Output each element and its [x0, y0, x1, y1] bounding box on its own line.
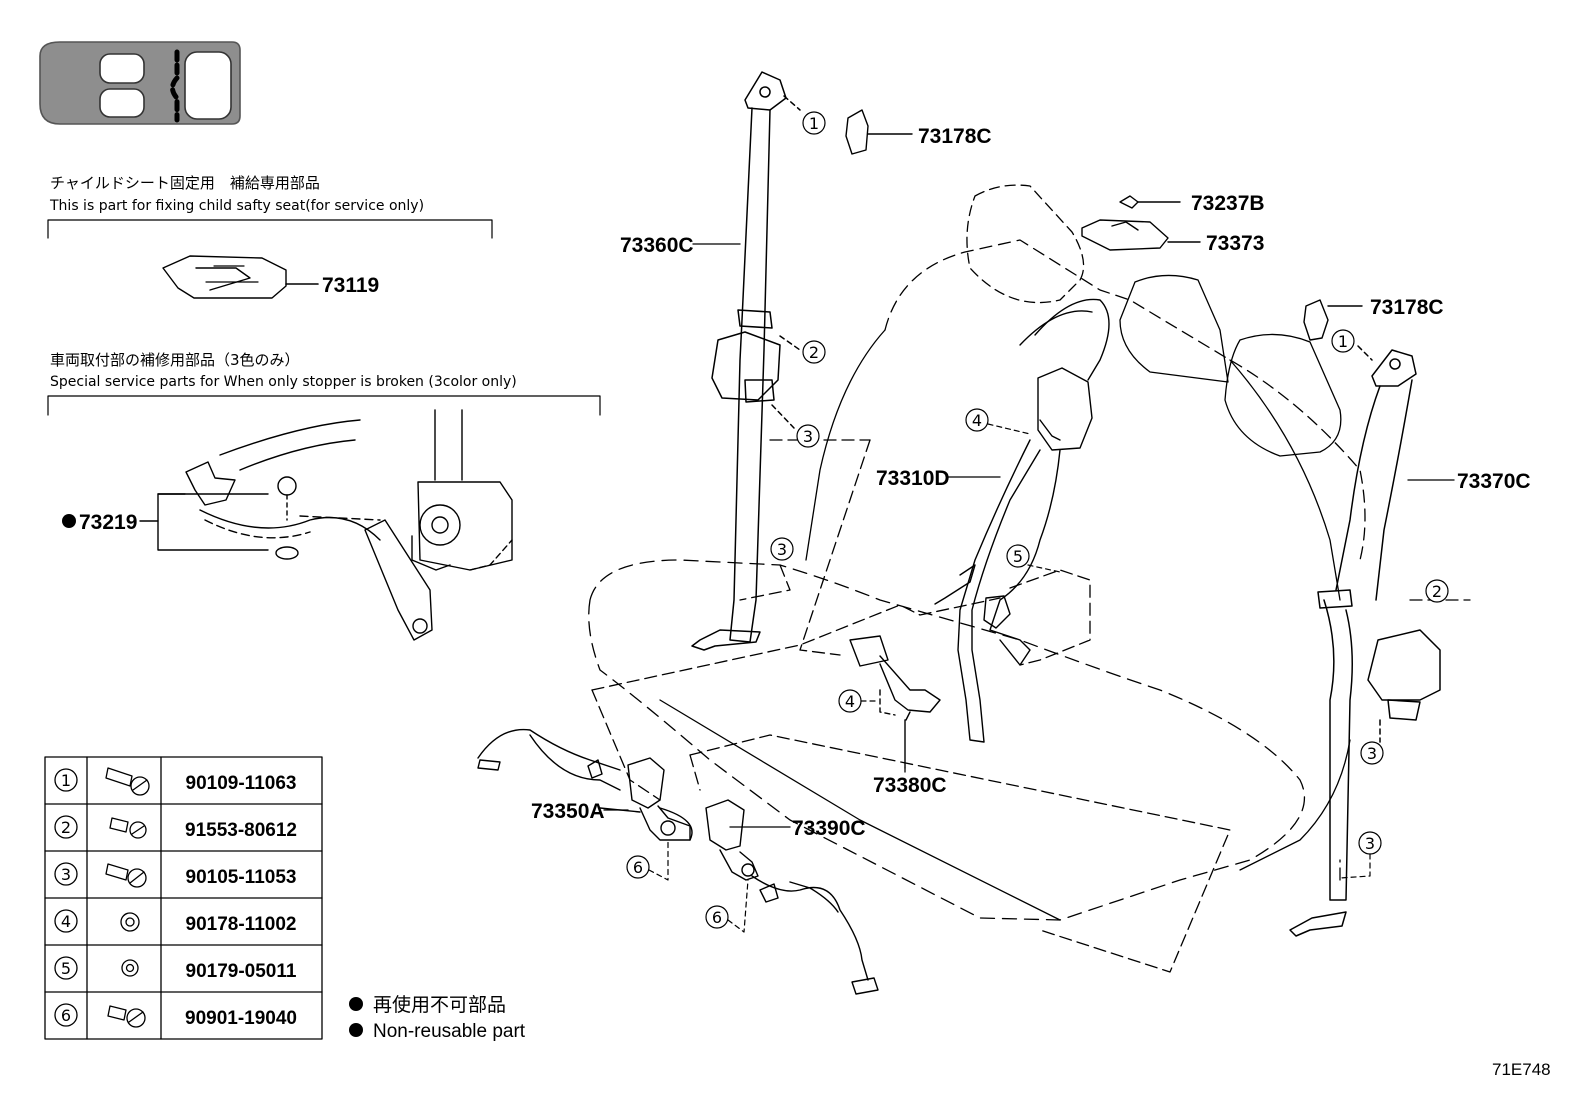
svg-text:2: 2 [809, 343, 819, 362]
non-reusable-bullet-icon [62, 514, 76, 528]
legend-jp: 再使用不可部品 [373, 994, 506, 1016]
callout-4-center: 4 [965, 408, 989, 432]
diagram-code: 71E748 [1492, 1060, 1551, 1079]
child-seat-note-en: This is part for fixing child safty seat… [49, 198, 424, 214]
svg-text:1: 1 [809, 114, 819, 133]
legend-bullet-icon [349, 1023, 363, 1037]
callout-1-right: 1 [1331, 329, 1355, 353]
fastener-callout: 6 [61, 1006, 71, 1025]
part-73219-callout: 73219 [62, 493, 269, 551]
cover-73178c-left [845, 109, 913, 155]
nut-icon [120, 912, 140, 932]
bolt-icon [107, 1005, 146, 1028]
svg-text:2: 2 [1432, 582, 1442, 601]
part-labels: 73178C 73237B 73373 73360C 73178C 73310D… [531, 125, 1531, 840]
fastener-row-2: 2 91553-80612 [54, 815, 297, 841]
callout-6-left-buckle: 6 [626, 855, 650, 879]
nut-icon [121, 959, 139, 977]
legend: 再使用不可部品 Non-reusable part [349, 994, 526, 1042]
mounting-frame-lines [591, 439, 1471, 973]
bolt-icon [105, 863, 147, 888]
part-label-73350a: 73350A [531, 800, 605, 823]
callout-3-left-lower: 3 [770, 537, 794, 561]
svg-text:6: 6 [633, 858, 643, 877]
part-label-73178c-right: 73178C [1370, 296, 1444, 319]
fastener-row-1: 1 90109-11063 [54, 767, 297, 796]
fastener-callout: 5 [61, 959, 71, 978]
svg-text:5: 5 [1013, 547, 1023, 566]
callout-4-buckle: 4 [838, 689, 862, 713]
right-outer-belt-73370c [1289, 345, 1441, 937]
part-label-73119: 73119 [322, 274, 379, 297]
svg-text:3: 3 [803, 427, 813, 446]
seat-outline [588, 184, 1366, 921]
part-label-73370c: 73370C [1457, 470, 1531, 493]
fastener-row-5: 5 90179-05011 [54, 956, 297, 982]
stopper-note-jp: 車両取付部の補修用部品（3色のみ） [50, 351, 300, 369]
part-label-73373: 73373 [1206, 232, 1264, 255]
fastener-part-number: 90109-11063 [186, 773, 297, 794]
cover-73178c-right [1303, 299, 1363, 341]
svg-text:4: 4 [845, 692, 855, 711]
callout-3-right-lower: 3 [1358, 831, 1382, 855]
buckle-73390c [705, 799, 879, 995]
part-label-73360c: 73360C [620, 234, 694, 257]
buckle-73380c [849, 635, 941, 769]
svg-text:4: 4 [972, 411, 982, 430]
diagram-callouts: 1 2 3 3 4 5 4 6 6 1 2 3 3 [626, 111, 1449, 933]
leader-lines [603, 243, 1455, 828]
legend-bullet-icon [349, 997, 363, 1011]
child-seat-note: チャイルドシート固定用 補給専用部品 This is part for fixi… [47, 174, 493, 239]
callout-2-right: 2 [1425, 579, 1449, 603]
buckle-73350a [477, 728, 693, 841]
part-label-73390c: 73390C [792, 817, 866, 840]
fastener-table: 1 90109-11063 2 91553-80612 3 [44, 756, 323, 1040]
fastener-part-number: 90105-11053 [186, 867, 297, 888]
callout-3-left-upper: 3 [796, 424, 820, 448]
callout-2-left: 2 [802, 340, 826, 364]
stopper-detail-drawing [185, 409, 513, 641]
part-label-73380c: 73380C [873, 774, 947, 797]
fastener-part-number: 90179-05011 [186, 961, 297, 982]
svg-text:3: 3 [777, 540, 787, 559]
bolt-icon [105, 767, 150, 796]
parts-73237b-73373 [1081, 195, 1201, 251]
fastener-part-number: 91553-80612 [185, 820, 297, 841]
bolt-icon [109, 817, 147, 839]
callout-3-right-upper: 3 [1360, 741, 1384, 765]
fastener-row-6: 6 90901-19040 [54, 1003, 297, 1029]
fastener-callout: 1 [61, 771, 71, 790]
part-label-73310d: 73310D [876, 467, 950, 490]
callout-6-right-buckle: 6 [705, 905, 729, 929]
fastener-row-3: 3 90105-11053 [54, 862, 297, 888]
legend-en: Non-reusable part [373, 1021, 526, 1042]
stopper-note: 車両取付部の補修用部品（3色のみ） Special service parts … [47, 351, 601, 416]
callout-1-left: 1 [802, 111, 826, 135]
part-label-73178c-left: 73178C [918, 125, 992, 148]
svg-text:1: 1 [1338, 332, 1348, 351]
fastener-callout: 3 [61, 865, 71, 884]
child-seat-bracket-73119: 73119 [162, 255, 379, 299]
fastener-part-number: 90901-19040 [185, 1008, 297, 1029]
fastener-row-4: 4 90178-11002 [54, 909, 297, 935]
svg-text:3: 3 [1367, 744, 1377, 763]
part-label-73219: 73219 [79, 511, 137, 534]
fastener-part-number: 90178-11002 [186, 914, 297, 935]
fastener-callout: 2 [61, 818, 71, 837]
fastener-callout: 4 [61, 912, 71, 931]
callout-5-center: 5 [1006, 544, 1030, 568]
center-belt-73310d [934, 298, 1110, 743]
stopper-note-en: Special service parts for When only stop… [50, 374, 517, 390]
svg-text:3: 3 [1365, 834, 1375, 853]
part-label-73237b: 73237B [1191, 192, 1265, 215]
child-seat-note-jp: チャイルドシート固定用 補給専用部品 [50, 174, 320, 192]
svg-text:6: 6 [712, 908, 722, 927]
seat-layout-icon [39, 41, 241, 125]
left-outer-belt-73360c [691, 71, 801, 651]
